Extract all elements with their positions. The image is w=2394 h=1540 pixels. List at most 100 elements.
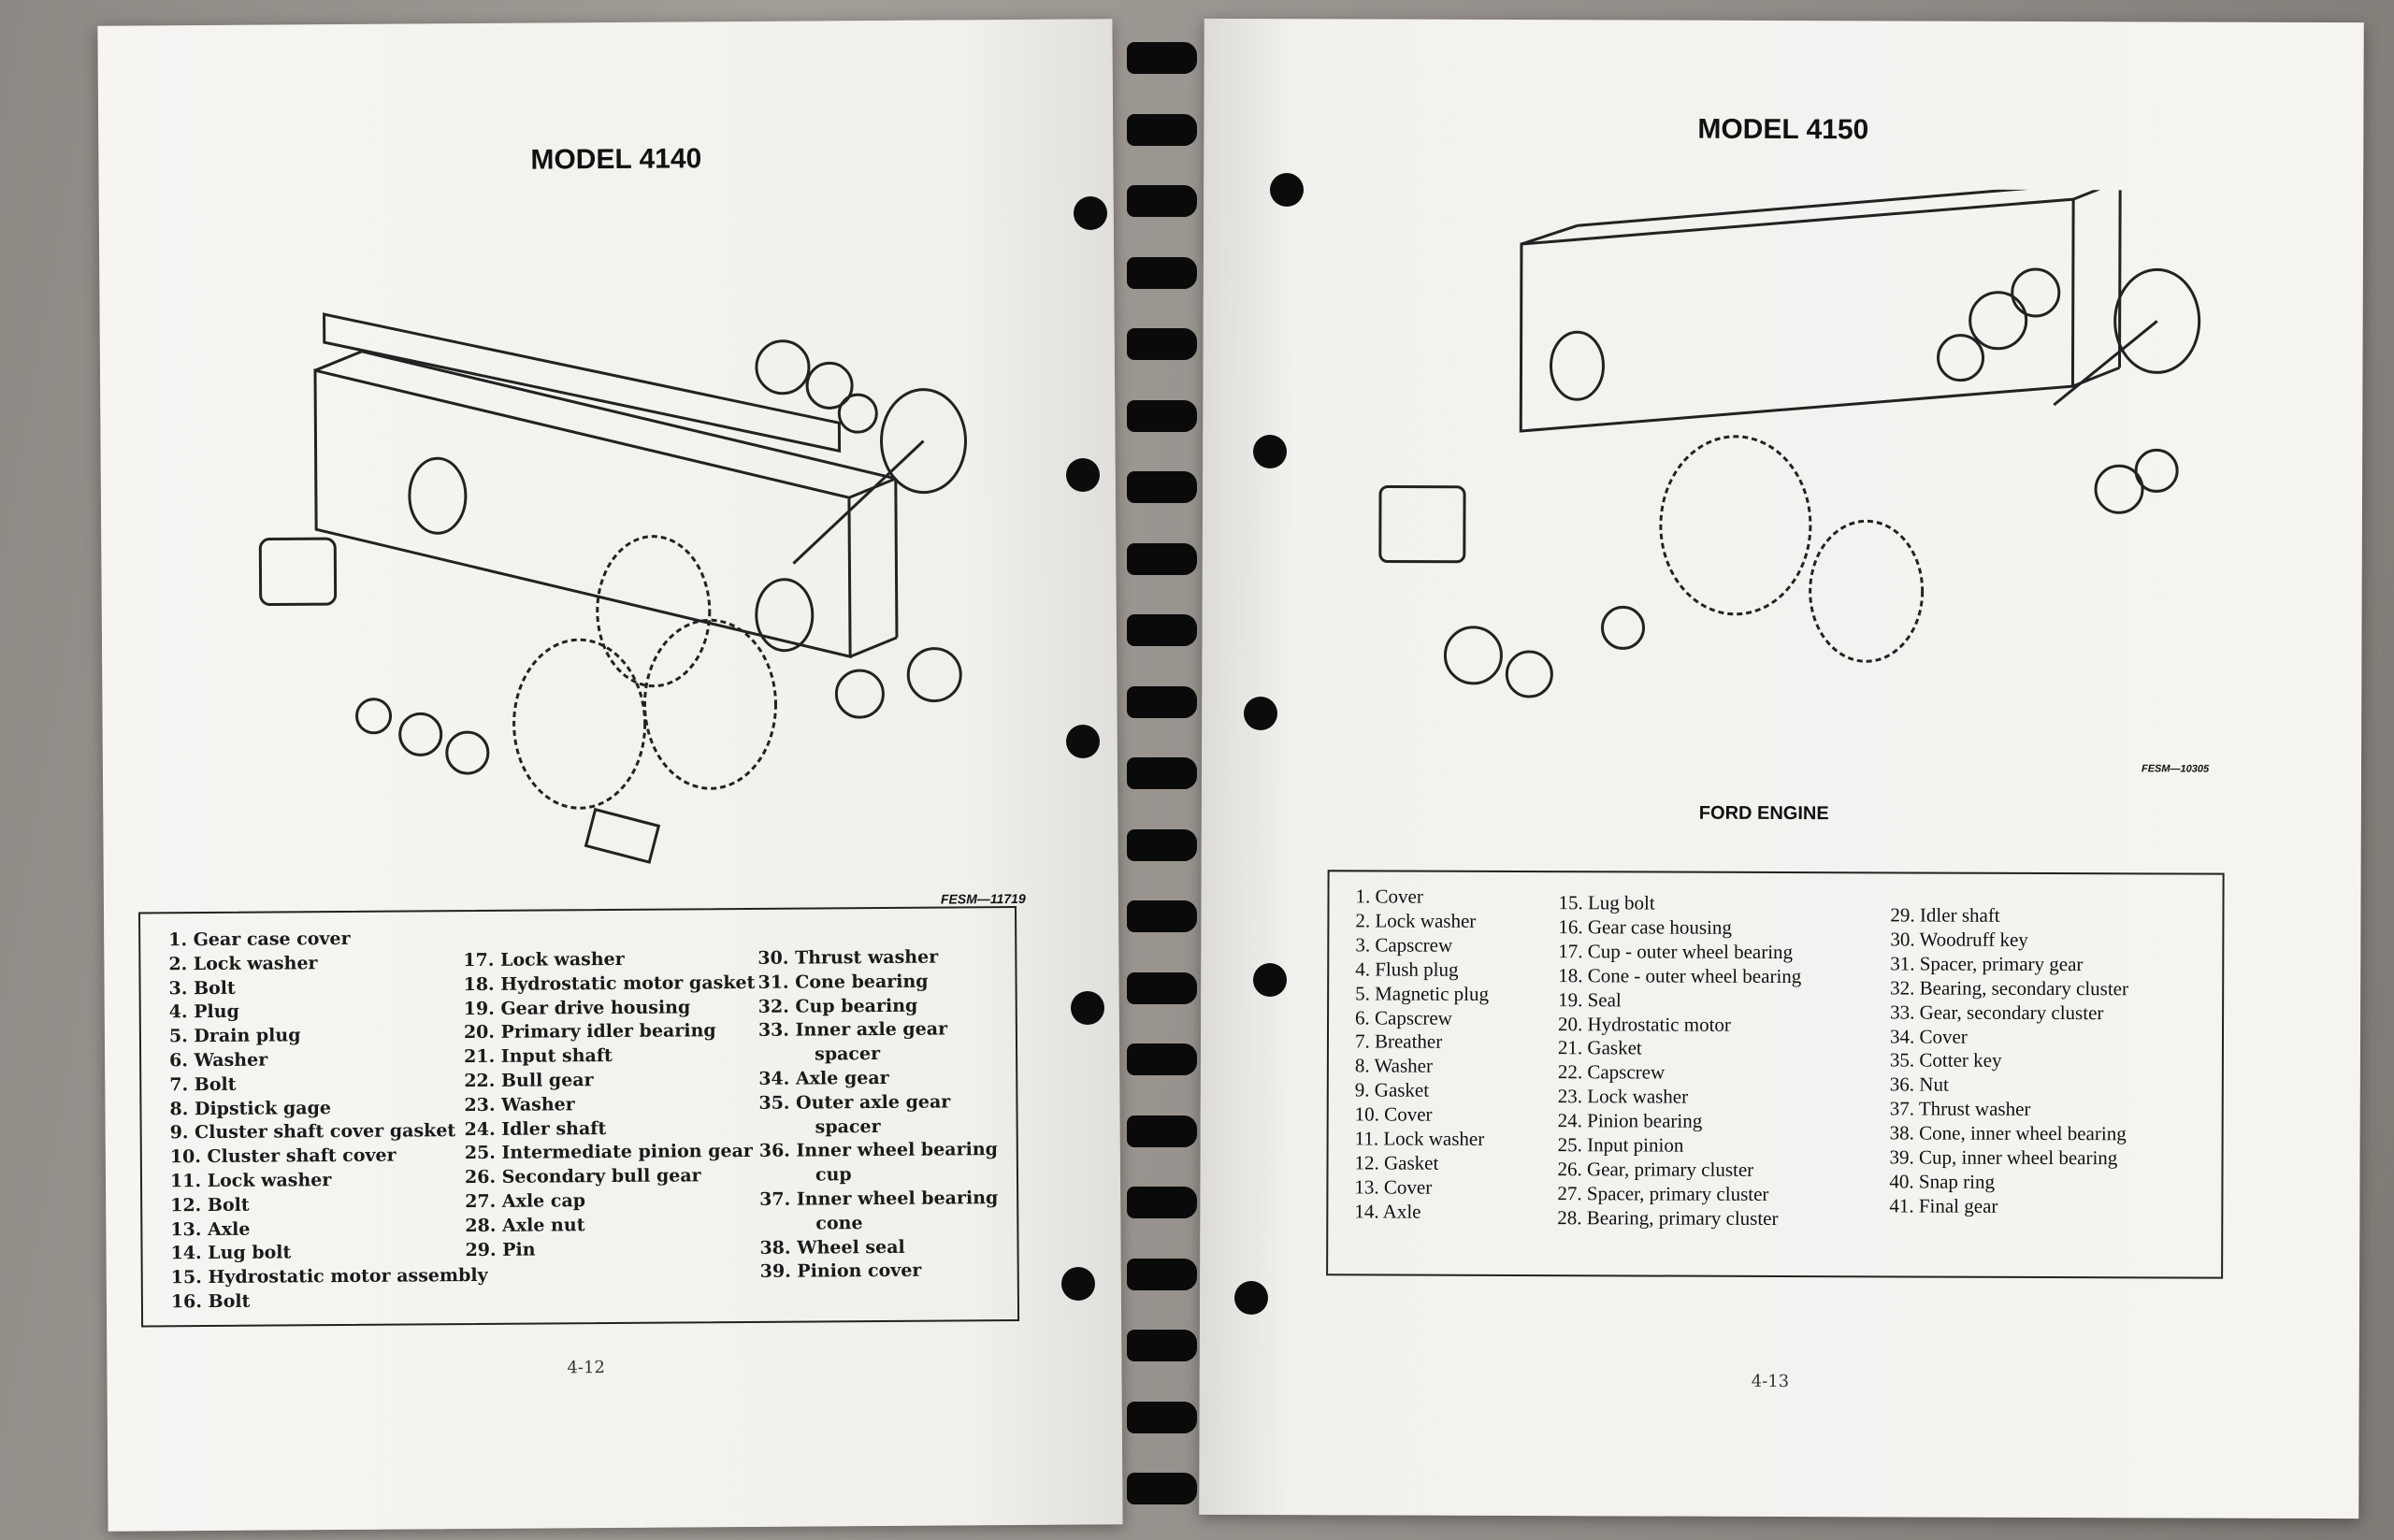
legend-item: 37. Thrust washer [1889, 1097, 2031, 1121]
legend-item: 24. Pinion bearing [1557, 1109, 1703, 1132]
right-page: MODEL 4150 FESM—10305 FORD ENGINE 1. Cov… [1199, 18, 2364, 1519]
legend-item: 15. Hydrostatic motor assembly [170, 1265, 488, 1288]
legend-item: 39. Pinion cover [759, 1260, 922, 1283]
legend-item: 20. Hydrostatic motor [1558, 1012, 1731, 1036]
legend-item: 34. Axle gear [758, 1067, 889, 1089]
punch-hole [1270, 173, 1304, 207]
legend-item: 2. Lock washer [1355, 909, 1477, 932]
binding-loop [1127, 42, 1197, 74]
page-number: 4-12 [567, 1358, 605, 1378]
legend-item: 38. Cone, inner wheel bearing [1889, 1121, 2127, 1145]
left-page: MODEL 4140 FESM—11719 1. Gear case cover… [97, 19, 1123, 1532]
legend-item: 9. Cluster shaft cover gasket [169, 1120, 456, 1144]
legend-item: 4. Flush plug [1355, 957, 1459, 981]
legend-item: 32. Bearing, secondary cluster [1890, 976, 2129, 1000]
legend-item: 17. Lock washer [463, 948, 625, 971]
punch-hole [1066, 725, 1100, 758]
legend-item: 3. Bolt [168, 977, 236, 999]
legend-item: 8. Washer [1354, 1054, 1434, 1078]
page-number: 4-13 [1751, 1371, 1790, 1392]
legend-item: 19. Seal [1558, 987, 1622, 1012]
legend-item: 9. Gasket [1354, 1078, 1430, 1101]
legend-item: 30. Woodruff key [1890, 928, 2028, 951]
binding-loop [1127, 1115, 1197, 1147]
legend-item: 6. Capscrew [1355, 1005, 1452, 1029]
legend-item: 1. Cover [1355, 885, 1423, 908]
legend-item: 22. Bull gear [464, 1070, 594, 1092]
legend-item: 4. Plug [168, 1001, 239, 1023]
legend-item: 21. Input shaft [464, 1045, 613, 1068]
legend-item: 25. Intermediate pinion gear [464, 1141, 753, 1164]
binding-loop [1127, 828, 1197, 861]
legend-item: 27. Axle cap [465, 1190, 586, 1213]
binding-loop [1127, 900, 1197, 932]
binding-loop [1127, 971, 1197, 1004]
binding-loop [1127, 1258, 1197, 1290]
binding-loop [1127, 685, 1197, 718]
legend-item: 10. Cluster shaft cover [169, 1144, 397, 1168]
binding-loop [1127, 1473, 1197, 1504]
legend-item: spacer [815, 1043, 881, 1065]
binding-loop [1127, 1401, 1197, 1433]
binding-loop [1127, 542, 1197, 575]
legend-item: 35. Cotter key [1889, 1048, 2002, 1072]
legend-item: 19. Gear drive housing [463, 997, 691, 1019]
legend-item: 32. Cup bearing [757, 995, 918, 1017]
legend-item: 2. Lock washer [168, 952, 318, 975]
legend-item: 13. Cover [1354, 1175, 1433, 1199]
legend-item: 13. Axle [170, 1218, 251, 1240]
legend-item: 34. Cover [1889, 1024, 1968, 1048]
legend-item: 14. Lug bolt [170, 1242, 292, 1264]
binding-loop [1127, 1187, 1197, 1218]
punch-hole [1074, 196, 1107, 230]
punch-hole [1234, 1281, 1268, 1315]
binding-loop [1127, 471, 1197, 503]
legend-item: 31. Spacer, primary gear [1890, 952, 2084, 975]
punch-hole [1253, 963, 1287, 997]
legend-item: 7. Breather [1354, 1029, 1443, 1054]
legend-item: 25. Input pinion [1557, 1133, 1684, 1157]
legend-item: 11. Lock washer [169, 1170, 332, 1192]
punch-hole [1061, 1267, 1095, 1301]
legend-item: 23. Washer [464, 1094, 575, 1115]
binding-loop [1127, 113, 1197, 146]
punch-hole [1244, 697, 1277, 730]
figure-code: FESM—10305 [2141, 763, 2210, 775]
binding-loop [1127, 256, 1197, 289]
legend-item: 36. Nut [1889, 1072, 1949, 1096]
legend-item: 20. Primary idler bearing [463, 1020, 716, 1043]
binding-loop [1127, 614, 1197, 646]
binding-loop [1127, 328, 1197, 360]
punch-hole [1066, 458, 1100, 492]
legend-item: 26. Secondary bull gear [464, 1165, 701, 1188]
legend-item: 7. Bolt [169, 1073, 237, 1096]
legend-item: 17. Cup - outer wheel bearing [1558, 939, 1794, 963]
punch-hole [1071, 991, 1104, 1025]
legend-item: 22. Capscrew [1557, 1060, 1666, 1084]
legend-item: 41. Final gear [1889, 1194, 1998, 1217]
legend-item: 29. Idler shaft [1890, 903, 2000, 927]
figure-caption: FORD ENGINE [1698, 802, 1829, 825]
legend-item: 29. Pin [465, 1239, 536, 1260]
page-title: MODEL 4140 [530, 143, 702, 176]
legend-item: 27. Spacer, primary cluster [1557, 1182, 1769, 1205]
legend-item: 31. Cone bearing [757, 971, 929, 993]
legend-item: 30. Thrust washer [757, 946, 939, 969]
legend-item: 24. Idler shaft [464, 1117, 607, 1140]
legend-item: 18. Hydrostatic motor gasket [463, 971, 756, 995]
page-title: MODEL 4150 [1697, 113, 1869, 146]
legend-item: 12. Bolt [170, 1194, 250, 1216]
exploded-diagram-4150 [1378, 187, 2201, 698]
legend-item: 5. Magnetic plug [1355, 982, 1490, 1005]
legend-item: 16. Gear case housing [1558, 915, 1732, 939]
legend-item: 6. Washer [169, 1049, 268, 1072]
legend-item: 12. Gasket [1354, 1151, 1439, 1174]
binding-loop [1127, 399, 1197, 432]
legend-item: 1. Gear case cover [168, 928, 351, 951]
legend-item: 40. Snap ring [1889, 1170, 1996, 1193]
